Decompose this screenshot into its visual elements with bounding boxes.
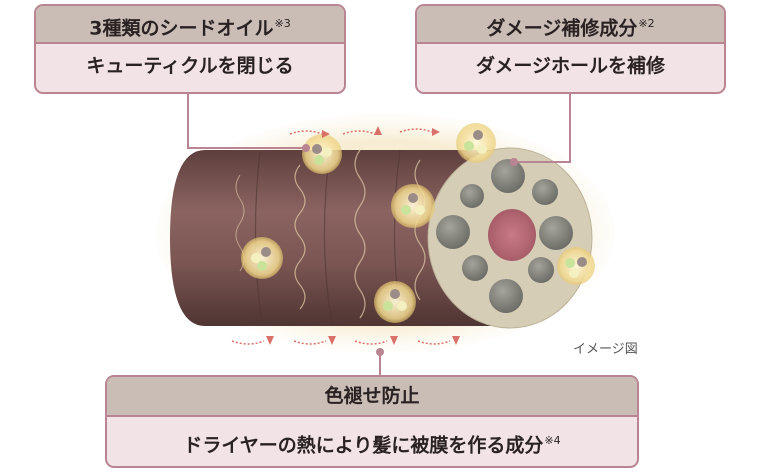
damage-hole bbox=[460, 184, 484, 208]
footnote-mark: ※4 bbox=[544, 434, 561, 447]
leader-lines bbox=[187, 94, 571, 375]
footnote-mark: ※3 bbox=[274, 17, 291, 30]
callout-damage-repair: ダメージ補修成分※2 ダメージホールを補修 bbox=[415, 4, 726, 94]
damage-hole bbox=[528, 257, 554, 283]
oil-bubbles bbox=[241, 123, 595, 323]
callout-body: ドライヤーの熱により髪に被膜を作る成分※4 bbox=[183, 434, 561, 457]
damage-hole bbox=[532, 179, 558, 205]
damage-hole bbox=[491, 159, 525, 193]
damage-hole bbox=[489, 279, 523, 313]
callout-body: キューティクルを閉じる bbox=[86, 55, 294, 77]
damage-hole bbox=[539, 216, 573, 250]
callout-title: 色褪せ防止 bbox=[107, 377, 637, 417]
callout-seed-oil: 3種類のシードオイル※3 キューティクルを閉じる bbox=[34, 4, 346, 94]
footnote-mark: ※2 bbox=[638, 17, 655, 30]
image-caption: イメージ図 bbox=[573, 342, 638, 357]
hair-cross-section bbox=[427, 147, 593, 329]
damage-hole bbox=[436, 215, 470, 249]
damage-hole bbox=[462, 255, 488, 281]
callout-title: 3種類のシードオイル※3 bbox=[36, 6, 344, 44]
heat-arrows bbox=[231, 126, 460, 345]
callout-title: ダメージ補修成分※2 bbox=[417, 6, 724, 44]
callout-body: ダメージホールを補修 bbox=[475, 55, 666, 77]
callout-color-fade-prevention: 色褪せ防止 ドライヤーの熱により髪に被膜を作る成分※4 bbox=[105, 375, 639, 468]
medulla bbox=[488, 209, 536, 261]
